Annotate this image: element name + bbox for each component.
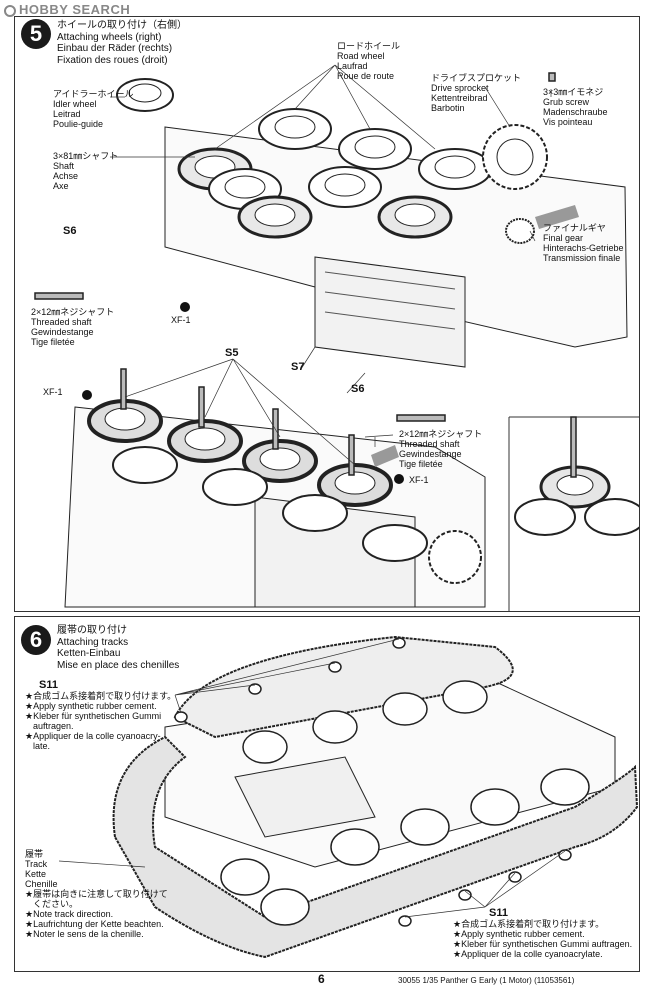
s11-right-note: S11 ★合成ゴム系接着剤で取り付けます。★Apply synthetic ru… xyxy=(453,907,633,959)
step-5-number: 5 xyxy=(21,19,51,49)
s11-left-note: S11 ★合成ゴム系接着剤で取り付けます。★Apply synthetic ru… xyxy=(25,679,177,751)
track-near xyxy=(112,735,639,959)
product-code: 30055 1/35 Panther G Early (1 Motor) (11… xyxy=(398,976,575,985)
road-wheel-row-bottom xyxy=(87,399,482,584)
code-s6-left: S6 xyxy=(63,225,77,237)
step-6-number: 6 xyxy=(21,625,51,655)
idler-wheel xyxy=(116,78,174,112)
threaded-shaft-2 xyxy=(198,386,205,428)
code-s6-right: S6 xyxy=(351,383,365,395)
final-gear xyxy=(505,218,535,244)
xf1-dot-b xyxy=(82,390,92,400)
code-xf1-a: XF-1 xyxy=(171,315,191,325)
track-far xyxy=(173,635,514,739)
step-5-panel: 5 ホイールの取り付け（右側） Attaching wheels (right)… xyxy=(14,16,640,612)
drive-sprocket xyxy=(482,124,548,190)
paint-arrow xyxy=(535,205,579,229)
code-xf1-b: XF-1 xyxy=(43,387,63,397)
grub-screw xyxy=(548,72,556,82)
threaded-shaft-sample-right xyxy=(396,414,446,422)
track-wheels xyxy=(220,680,590,926)
code-xf1-c: XF-1 xyxy=(409,475,429,485)
code-s7: S7 xyxy=(291,361,305,373)
watermark-icon xyxy=(4,5,16,17)
s11-caps xyxy=(174,637,572,927)
inset-wheels xyxy=(514,465,639,536)
xf1-dot-a xyxy=(180,302,190,312)
threaded-shaft-sample-left xyxy=(34,292,84,300)
step-5-diagram xyxy=(34,64,639,611)
road-wheel-row-top xyxy=(177,108,492,239)
page-number: 6 xyxy=(318,972,325,986)
watermark: HOBBY SEARCH xyxy=(4,2,130,17)
step-6-panel: 6 履帯の取り付け Attaching tracks Ketten-Einbau… xyxy=(14,616,640,972)
threaded-shaft-1 xyxy=(120,368,127,410)
hull-opening xyxy=(314,256,466,368)
step-6-diagram xyxy=(58,635,639,959)
code-s5: S5 xyxy=(225,347,239,359)
step-6-title: 履帯の取り付け Attaching tracks Ketten-Einbau M… xyxy=(57,625,180,671)
xf1-dot-c xyxy=(394,474,404,484)
threaded-shaft-4 xyxy=(348,434,355,476)
step-5-title: ホイールの取り付け（右側） Attaching wheels (right) E… xyxy=(57,20,187,66)
